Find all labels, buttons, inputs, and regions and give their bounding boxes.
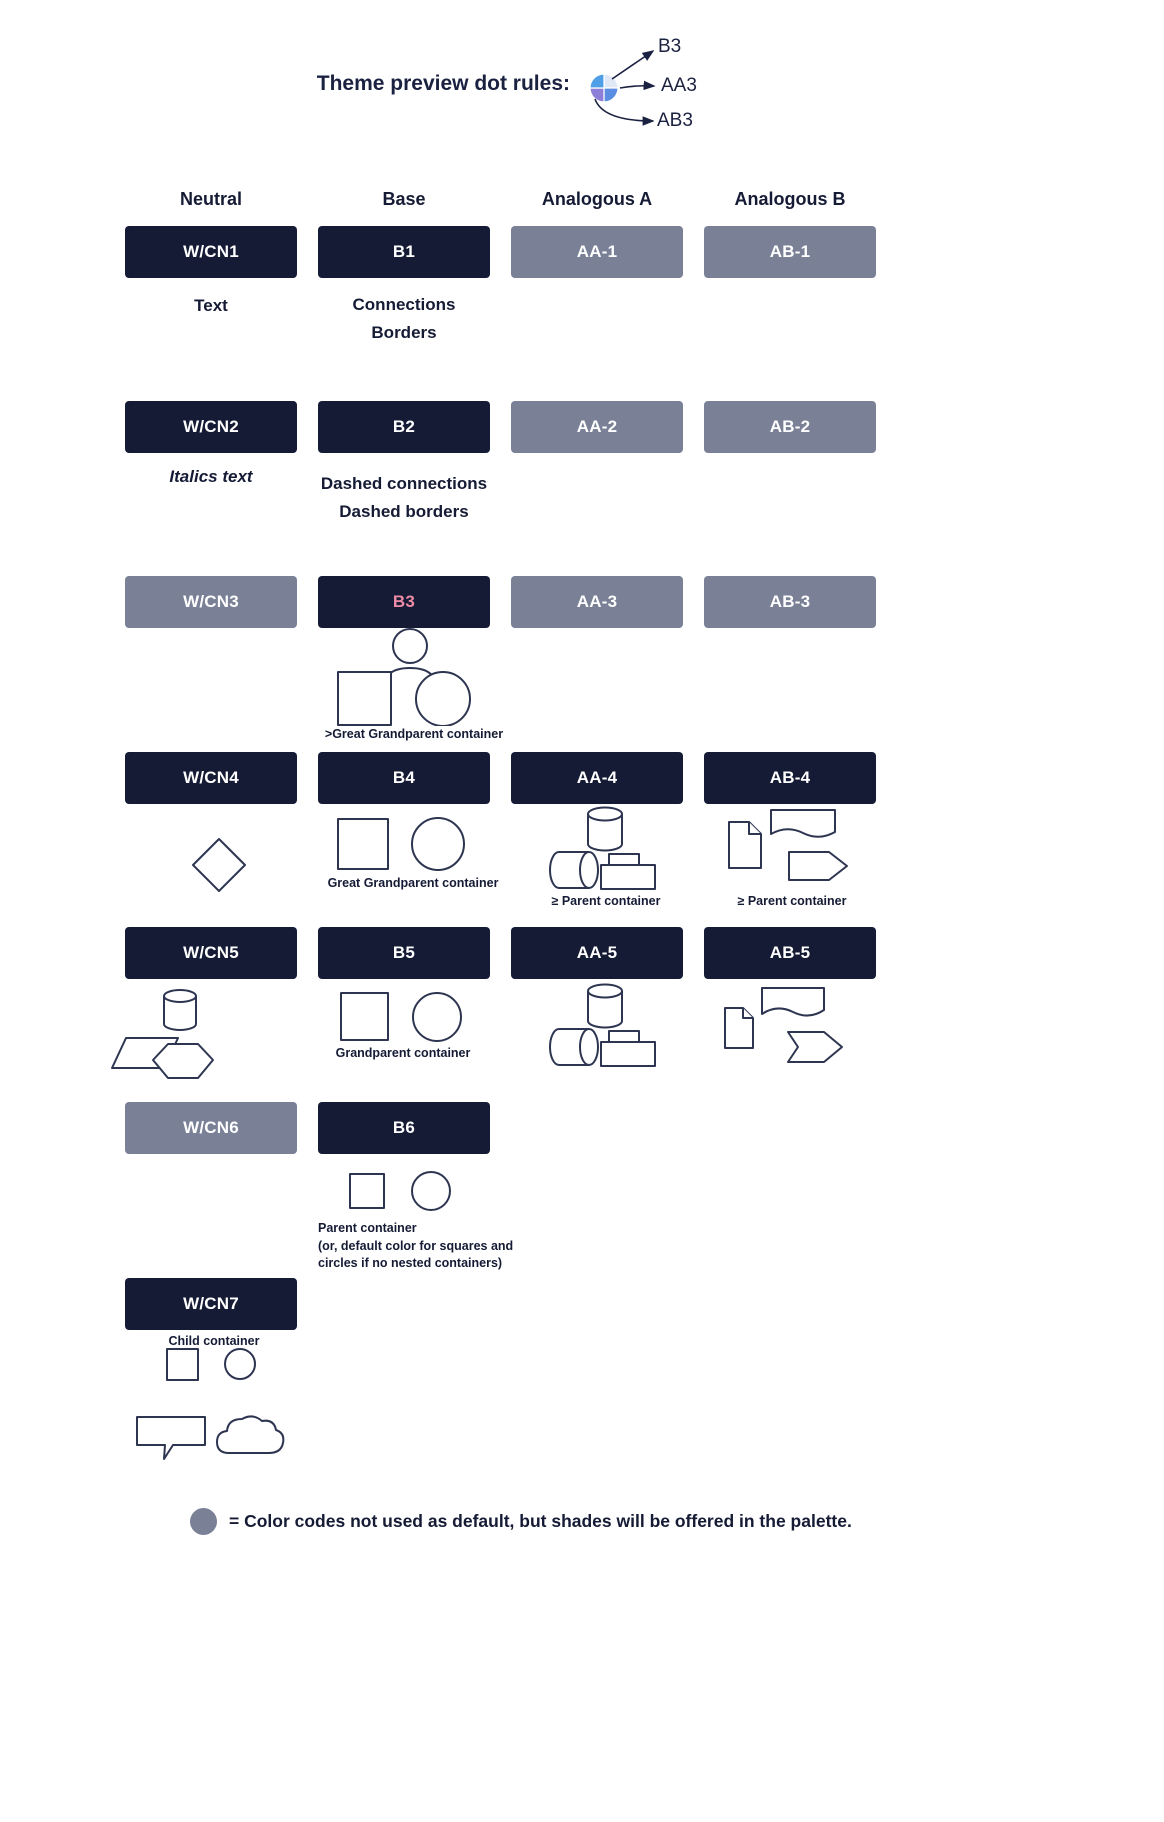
document-wave-shape (770, 809, 836, 838)
dot-target-b3: B3 (658, 36, 682, 57)
wcn4-shape-group (192, 838, 246, 892)
swatch-wcn4: W/CN4 (125, 752, 297, 804)
rect-shape (600, 1041, 656, 1067)
label-great-grandparent-gt: >Great Grandparent container (324, 727, 504, 741)
aa5-shape-group (549, 983, 656, 1067)
column-header-base: Base (382, 189, 426, 209)
swatch-wcn2: W/CN2 (125, 401, 297, 453)
square-shape (337, 818, 389, 870)
legend-text: = Color codes not used as default, but s… (229, 1511, 852, 1531)
wcn7-shape-group-2 (136, 1415, 285, 1460)
note-borders: Borders (371, 323, 437, 342)
cylinder-shape (587, 991, 623, 1029)
chevron-shape (788, 851, 848, 881)
circle-shape (412, 992, 462, 1042)
wcn5-shape-group (111, 989, 214, 1079)
note-dashed-borders: Dashed borders (339, 502, 469, 521)
swatch-wcn3: W/CN3 (125, 576, 297, 628)
diamond-shape (192, 838, 246, 892)
swatch-ab5: AB-5 (704, 927, 876, 979)
swatch-aa2: AA-2 (511, 401, 683, 453)
swatch-b4: B4 (318, 752, 490, 804)
dot-target-ab3: AB3 (657, 110, 693, 131)
circle-shape (411, 817, 465, 871)
speech-bubble-shape (136, 1416, 206, 1460)
circle-shape (224, 1348, 256, 1380)
theme-dot-arrows (589, 50, 656, 126)
document-wave-shape (761, 987, 825, 1017)
wcn7-shape-group (166, 1348, 256, 1381)
swatch-b3: B3 (318, 576, 490, 628)
swatch-aa1: AA-1 (511, 226, 683, 278)
swatch-ab4: AB-4 (704, 752, 876, 804)
b4-shape-group (337, 817, 465, 871)
label-parent: Parent container (318, 1221, 417, 1235)
swatch-aa5: AA-5 (511, 927, 683, 979)
square-shape (340, 992, 389, 1041)
horizontal-cylinder-shape (549, 1028, 589, 1066)
label-great-grandparent: Great Grandparent container (327, 876, 499, 890)
swatch-wcn5: W/CN5 (125, 927, 297, 979)
swatch-ab3: AB-3 (704, 576, 876, 628)
cylinder-shape (587, 814, 623, 852)
swatch-aa4: AA-4 (511, 752, 683, 804)
swatch-b5: B5 (318, 927, 490, 979)
arrow-to-b3 (611, 50, 655, 80)
swatch-b1: B1 (318, 226, 490, 278)
b6-shape-group (349, 1171, 451, 1211)
rect-shape (600, 864, 656, 890)
swatch-ab2: AB-2 (704, 401, 876, 453)
label-child-container: Child container (168, 1334, 260, 1348)
legend-dot (190, 1508, 217, 1535)
swatch-wcn7: W/CN7 (125, 1278, 297, 1330)
swatch-aa3: AA-3 (511, 576, 683, 628)
square-shape (166, 1348, 199, 1381)
file-shape (728, 821, 762, 869)
cylinder-top-shape (587, 806, 623, 822)
arrow-to-ab3 (594, 98, 655, 126)
cylinder-top-shape (587, 983, 623, 999)
label-grandparent: Grandparent container (335, 1046, 471, 1060)
note-italics-text: Italics text (169, 467, 253, 486)
column-header-analogous-a: Analogous A (541, 189, 653, 209)
note-dashed-connections: Dashed connections (320, 474, 488, 493)
ribbon-arrow-shape (787, 1031, 843, 1063)
b3-shape-group (337, 628, 471, 726)
column-header-neutral: Neutral (179, 189, 242, 209)
circle-shape (415, 671, 471, 726)
label-gte-parent-b: ≥ Parent container (737, 894, 847, 908)
theme-preview-dot-icon (589, 73, 619, 103)
square-shape (349, 1173, 385, 1209)
arrow-to-aa3 (619, 80, 656, 91)
page-title: Theme preview dot rules: (316, 72, 570, 95)
swatch-wcn6: W/CN6 (125, 1102, 297, 1154)
actor-head-shape (392, 628, 428, 664)
swatch-ab1: AB-1 (704, 226, 876, 278)
column-header-analogous-b: Analogous B (734, 189, 846, 209)
horizontal-cylinder-cap-shape (579, 1028, 599, 1066)
hexagon-shape (152, 1043, 214, 1079)
note-connections: Connections (352, 295, 456, 314)
dot-target-aa3: AA3 (661, 75, 697, 96)
ab5-shape-group (724, 987, 843, 1063)
swatch-wcn1: W/CN1 (125, 226, 297, 278)
aa4-shape-group (549, 806, 656, 890)
horizontal-cylinder-shape (549, 851, 589, 889)
label-parent-note-1: (or, default color for squares and (318, 1239, 514, 1253)
file-fold-shape (742, 1008, 753, 1019)
label-parent-note-2: circles if no nested containers) (318, 1256, 503, 1270)
ab4-shape-group (728, 809, 848, 881)
file-fold-shape (748, 822, 761, 835)
square-shape (337, 671, 392, 726)
note-text: Text (194, 296, 228, 315)
cloud-shape (216, 1415, 285, 1454)
swatch-b6: B6 (318, 1102, 490, 1154)
cylinder-shape (163, 996, 197, 1031)
swatch-b2: B2 (318, 401, 490, 453)
horizontal-cylinder-cap-shape (579, 851, 599, 889)
circle-shape (411, 1171, 451, 1211)
b5-shape-group (340, 992, 462, 1042)
cylinder-top-shape (163, 989, 197, 1003)
label-gte-parent-a: ≥ Parent container (551, 894, 661, 908)
